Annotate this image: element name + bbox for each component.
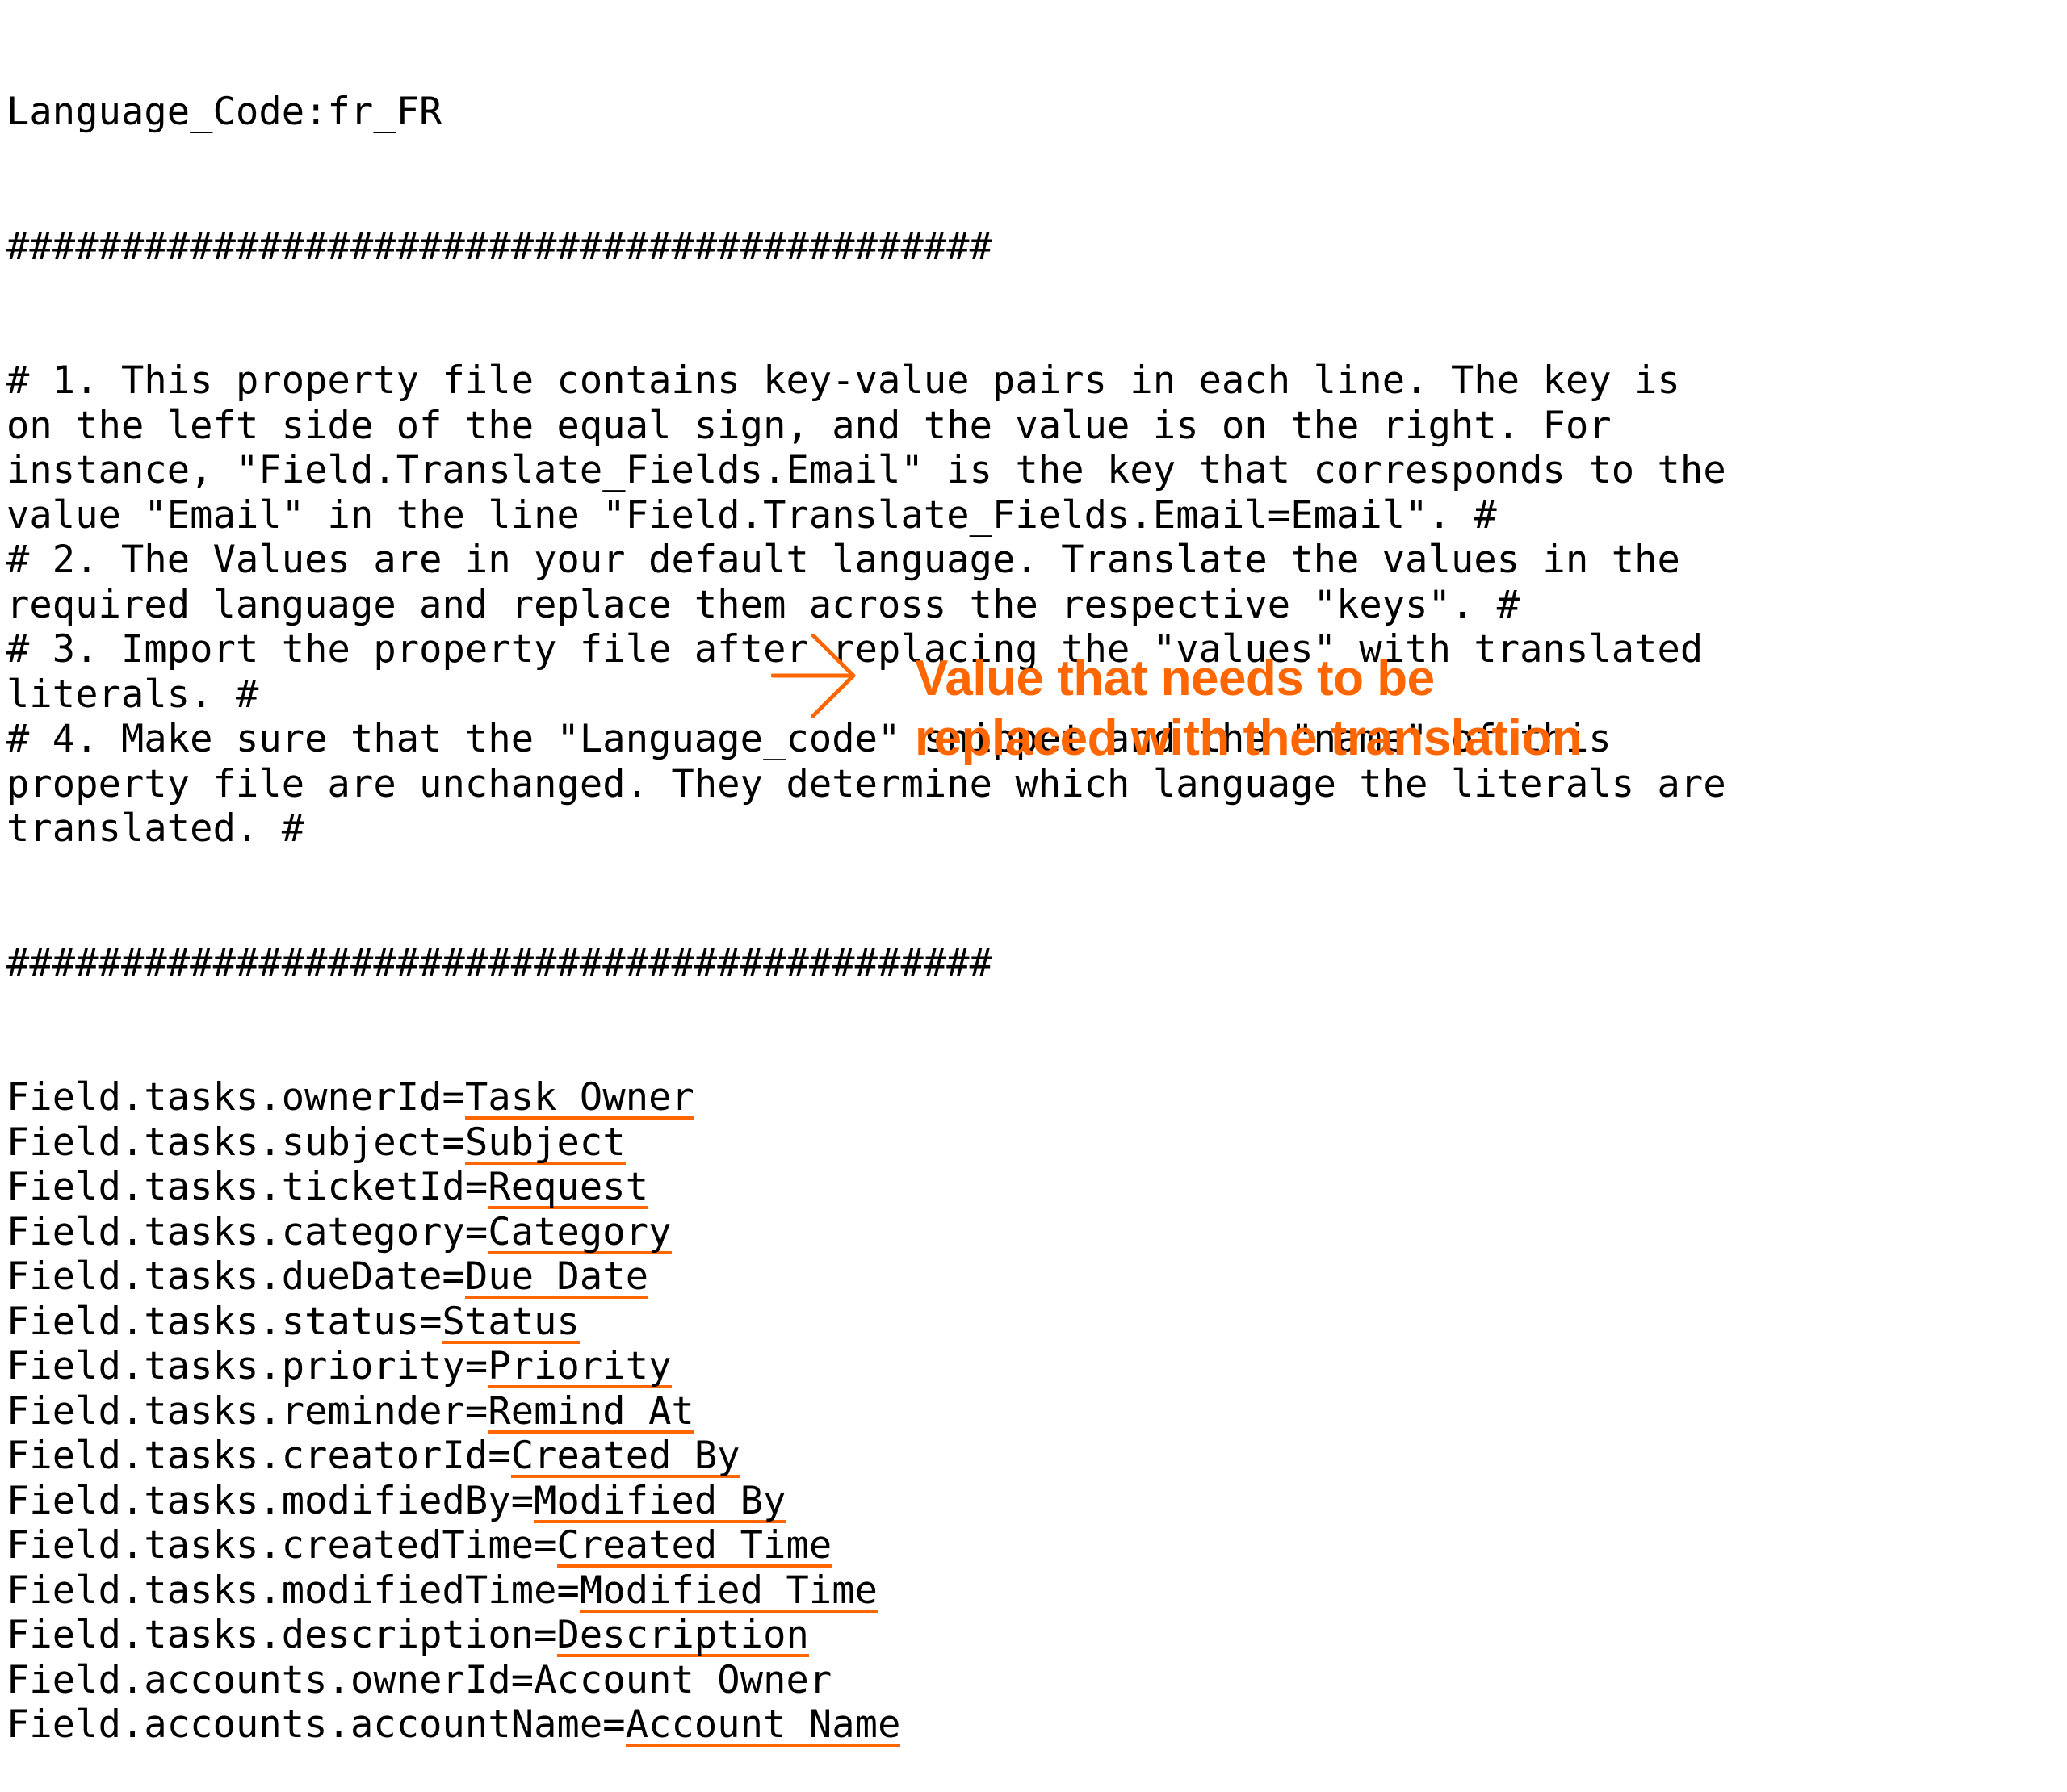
entry-value: Task Owner [464, 1075, 694, 1120]
separator-line: ########################################… [6, 224, 993, 269]
entry-value: Account Name [625, 1702, 901, 1747]
entry-line: Field.tasks.ownerId=Task Owner [6, 1075, 1726, 1120]
entry-line: Field.tasks.status=Status [6, 1300, 1726, 1345]
entry-line: Field.tasks.priority=Priority [6, 1344, 1726, 1389]
entry-value: Modified Time [579, 1568, 878, 1613]
separator-line-end: ########################################… [6, 940, 993, 986]
comment-line: translated. # [6, 806, 305, 851]
comment-line: literals. # [6, 672, 259, 717]
entry-line: Field.tasks.ticketId=Request [6, 1165, 1726, 1210]
annotation-line-1: Value that needs to be [915, 651, 1435, 706]
arrow-right-icon [771, 634, 856, 718]
comment-line: required language and replace them acros… [6, 582, 1520, 627]
entry-key: Field.tasks.modifiedTime= [6, 1568, 580, 1613]
entry-key: Field.tasks.modifiedBy= [6, 1478, 535, 1523]
entry-value: Description [556, 1613, 809, 1657]
comment-line: # 1. This property file contains key-val… [6, 358, 1680, 403]
entry-line: Field.tasks.modifiedBy=Modified By [6, 1479, 1726, 1524]
entry-line: Field.accounts.accountName=Account Name [6, 1702, 1726, 1748]
entry-value: Modified By [534, 1478, 786, 1523]
entry-line: Field.tasks.reminder=Remind At [6, 1389, 1726, 1434]
entry-value: Category [488, 1209, 672, 1254]
entry-line: Field.tasks.modifiedTime=Modified Time [6, 1568, 1726, 1614]
comment-line: # 3. Import the property file after repl… [6, 627, 1704, 672]
entry-value: Remind At [488, 1388, 694, 1434]
entry-value: Created By [510, 1434, 740, 1478]
entry-value: Subject [464, 1120, 626, 1165]
entry-key: Field.tasks.creatorId= [6, 1434, 511, 1478]
entry-key: Field.tasks.ticketId= [6, 1165, 488, 1209]
entry-value: Due Date [464, 1254, 649, 1299]
entry-key: Field.accounts.accountName= [6, 1702, 626, 1747]
comment-line: # 2. The Values are in your default lang… [6, 538, 1680, 582]
comment-line: # 4. Make sure that the "Language_code" … [6, 717, 1612, 761]
entry-line: Field.tasks.subject=Subject [6, 1120, 1726, 1166]
entry-value: Created Time [556, 1523, 832, 1568]
comment-line: property file are unchanged. They determ… [6, 761, 1726, 806]
entry-key: Field.tasks.createdTime= [6, 1523, 557, 1568]
entry-value: Priority [488, 1344, 672, 1388]
entry-key: Field.tasks.ownerId= [6, 1075, 465, 1120]
entry-value: Account Owner [534, 1657, 832, 1702]
comment-line: instance, "Field.Translate_Fields.Email"… [6, 448, 1726, 492]
entry-line: Field.tasks.dueDate=Due Date [6, 1254, 1726, 1300]
entry-key: Field.tasks.priority= [6, 1344, 488, 1388]
entry-key: Field.tasks.status= [6, 1299, 442, 1344]
entry-key: Field.tasks.subject= [6, 1120, 465, 1165]
entry-key: Field.tasks.description= [6, 1613, 557, 1657]
entry-line: Field.tasks.createdTime=Created Time [6, 1523, 1726, 1568]
comment-line: on the left side of the equal sign, and … [6, 403, 1612, 448]
instructions-comments: # 1. This property file contains key-val… [6, 358, 1726, 852]
entry-key: Field.tasks.category= [6, 1209, 488, 1254]
entry-value: Status [442, 1299, 580, 1344]
entry-line: Field.tasks.category=Category [6, 1210, 1726, 1255]
entry-line: Field.tasks.creatorId=Created By [6, 1434, 1726, 1479]
language-code-line: Language_Code:fr_FR [6, 90, 442, 134]
comment-line: value "Email" in the line "Field.Transla… [6, 492, 1497, 538]
entry-line: Field.accounts.ownerId=Account Owner [6, 1658, 1726, 1703]
annotation-text: Value that needs to be replaced with the… [915, 649, 1722, 768]
annotation-line-2: replaced with the translation [915, 710, 1583, 766]
entry-value: Request [488, 1165, 649, 1209]
entry-key: Field.accounts.ownerId= [6, 1657, 535, 1702]
entry-key: Field.tasks.dueDate= [6, 1254, 465, 1299]
entry-line: Field.tasks.description=Description [6, 1613, 1726, 1658]
entry-key: Field.tasks.reminder= [6, 1388, 488, 1434]
property-file-text: Language_Code:fr_FR ####################… [6, 0, 1726, 1792]
